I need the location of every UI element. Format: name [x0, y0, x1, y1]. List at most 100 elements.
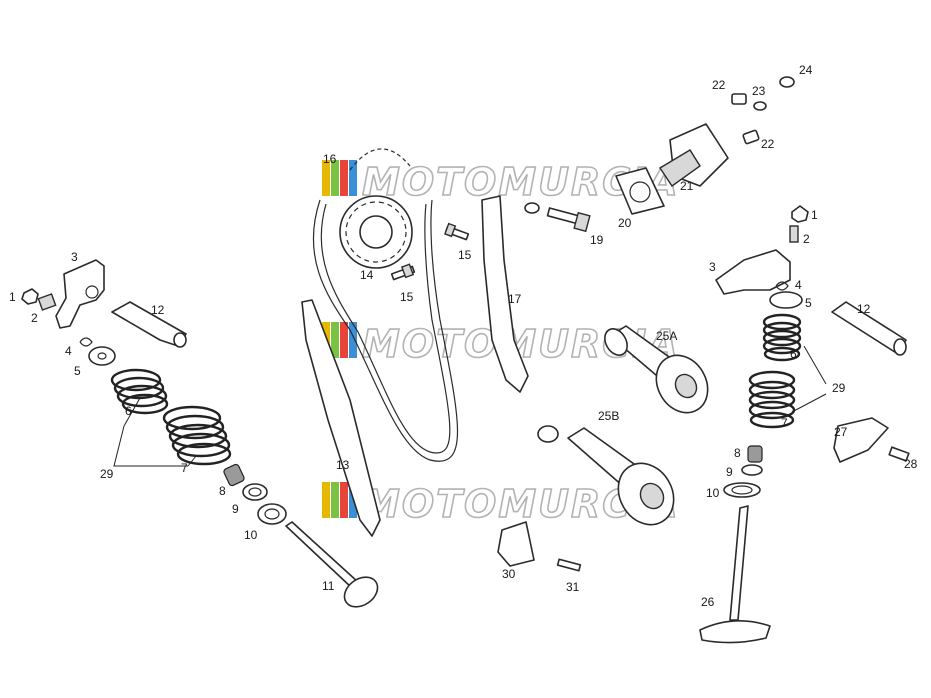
callout-label: 3 [71, 250, 78, 264]
callout-label: 28 [904, 457, 918, 471]
valve-seal-part [223, 463, 245, 487]
callout-label: 12 [857, 302, 871, 316]
valve-stem-part [729, 505, 749, 621]
callout-label: 27 [834, 425, 848, 439]
gasket-hole [629, 181, 651, 203]
callout-label: 19 [590, 233, 604, 247]
rocker-shaft-end [893, 338, 907, 356]
washer-hole [248, 487, 262, 497]
screw-part [742, 129, 760, 145]
camshaft-25b-part [537, 425, 675, 526]
callout-label: 29 [832, 381, 846, 395]
callout-label: 9 [232, 502, 239, 516]
rocker-shaft-end [173, 332, 187, 348]
callout-label: 4 [795, 278, 802, 292]
nut-part [791, 205, 809, 223]
tensioner-bolt-part [524, 202, 591, 233]
callout-label: 22 [761, 137, 775, 151]
clip-part [775, 281, 789, 291]
callout-label: 6 [125, 404, 132, 418]
callout-label: 11 [322, 579, 335, 593]
leader-6-left [123, 397, 141, 427]
watermark-stripe [322, 160, 330, 196]
callout-label: 14 [360, 268, 374, 282]
callout-label: 20 [618, 216, 632, 230]
washer-part [741, 464, 763, 476]
callout-label: 8 [734, 446, 741, 460]
callout-label: 17 [508, 292, 522, 306]
screw-part [888, 446, 910, 462]
chain-top-part [349, 148, 411, 171]
callout-label: 1 [9, 290, 16, 304]
callout-label: 10 [244, 528, 258, 542]
callout-label: 2 [31, 311, 38, 325]
callout-label: 21 [680, 179, 694, 193]
watermark-stripe [349, 322, 357, 358]
bolt-part [390, 263, 416, 281]
inner-valve-spring-part [110, 368, 169, 415]
adjusting-screw-part [789, 225, 799, 243]
retainer-plate-part [833, 417, 889, 463]
callout-label: 2 [803, 232, 810, 246]
spring-cap-part [769, 291, 803, 309]
nut-part [21, 288, 39, 305]
timing-chain-part [312, 199, 459, 462]
watermark-stripe [331, 160, 339, 196]
rocker-arm-bore [85, 285, 99, 299]
camshaft-25a-part [604, 325, 709, 414]
callout-label: 25A [656, 329, 677, 343]
spring-seat-part [723, 482, 761, 498]
timing-chain-assembly [301, 76, 795, 537]
callout-label: 15 [458, 248, 472, 262]
chain-tensioner-guide-part [301, 299, 381, 537]
watermark-stripe [322, 482, 330, 518]
left-valve-assembly [21, 259, 379, 608]
callout-label: 9 [726, 465, 733, 479]
spring-seat-part [257, 503, 287, 525]
leader-7-left [187, 455, 197, 467]
outer-valve-spring-part [748, 370, 796, 429]
bracket-part [497, 521, 535, 567]
cam-sprocket-part [339, 195, 413, 269]
chain-guide-part [481, 195, 529, 393]
callout-label: 26 [701, 595, 715, 609]
rocker-arm-part [715, 249, 791, 295]
watermark-stripe [340, 322, 348, 358]
watermark-stripe [340, 482, 348, 518]
spring-seat-hole [264, 508, 280, 520]
watermark-stripe [349, 160, 357, 196]
callout-label: 3 [709, 260, 716, 274]
callout-label: 13 [336, 458, 350, 472]
outer-valve-spring-part [162, 405, 232, 466]
screw-part [556, 558, 582, 572]
sealing-washer-part [753, 101, 767, 111]
callout-label: 12 [151, 303, 165, 317]
callout-label: 8 [219, 484, 226, 498]
valve-head-part [699, 620, 771, 644]
callout-label: 5 [805, 296, 812, 310]
callout-label: 7 [181, 461, 188, 475]
spring-seat-hole [731, 485, 753, 495]
rocker-shaft-part [831, 301, 907, 355]
watermark-stripe [331, 482, 339, 518]
callout-label: 25B [598, 409, 619, 423]
adjusting-screw-part [37, 293, 57, 311]
spring-cap-hole [97, 352, 107, 360]
callout-label: 7 [781, 416, 788, 430]
bolt-part [444, 222, 470, 241]
callout-label: 29 [100, 467, 114, 481]
callout-label: 15 [400, 290, 414, 304]
camshaft-bushing-part [537, 425, 559, 443]
callout-label: 30 [502, 567, 516, 581]
callout-label: 1 [811, 208, 818, 222]
cap-screw-part [779, 76, 795, 88]
inner-valve-spring-part [762, 313, 802, 362]
leader-29-left [113, 425, 188, 467]
leader-29-right-a [791, 393, 827, 413]
callout-labels: 1 2 3 4 5 6 7 8 9 10 11 12 29 13 14 15 1… [9, 63, 918, 609]
callout-label: 23 [752, 84, 766, 98]
clip-part [79, 337, 93, 347]
washer-part [242, 483, 268, 501]
callout-label: 16 [323, 152, 337, 166]
